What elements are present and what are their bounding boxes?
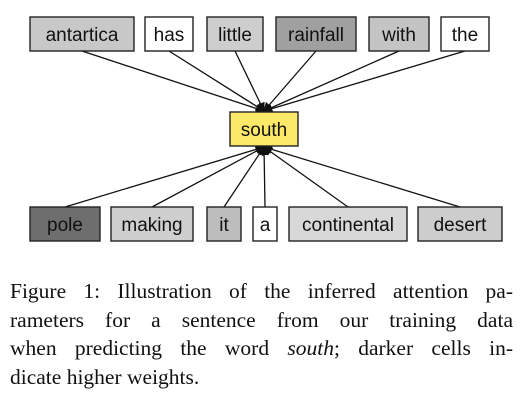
attention-arrow [168,50,265,112]
attention-arrow [223,146,265,208]
word-label: it [219,215,229,236]
context-word-continental: continental [288,206,408,242]
attention-arrow [151,146,265,208]
context-word-pole: pole [29,206,101,242]
word-label: has [154,25,185,46]
attention-arrow [263,50,317,112]
context-word-the: the [440,16,490,52]
context-word-antartica: antartica [29,16,135,52]
caption-text: ; darker cells in- [333,336,513,360]
attention-arrow [81,50,265,113]
target-word: south [229,111,299,147]
word-cell [368,16,430,52]
caption-text: when predicting the word [10,336,288,360]
context-word-it: it [206,206,242,242]
word-cell [229,111,299,147]
caption-line-1: Figure 1: Illustration of the inferred a… [10,279,513,303]
word-label: antartica [46,25,119,46]
word-label: a [260,215,271,236]
figure-caption: Figure 1: Illustration of the inferred a… [10,277,513,391]
word-cell [417,206,503,242]
word-cell [440,16,490,52]
word-label: making [121,215,182,236]
word-cell [288,206,408,242]
word-label: desert [434,215,488,236]
context-word-has: has [144,16,194,52]
word-label: little [218,25,252,46]
word-label: the [452,25,478,46]
caption-line-2: rameters for a sentence from our trainin… [10,307,513,332]
caption-line-3: when predicting the word south; darker c… [10,334,513,363]
context-word-little: little [206,16,264,52]
attention-arrow [263,50,400,112]
context-word-rainfall: rainfall [275,16,357,52]
context-word-a: a [252,206,278,242]
attention-arrow [263,50,466,114]
context-words-bottom: pole making it a continental desert [29,206,503,242]
word-cell [275,16,357,52]
caption-emphasis: south [287,336,334,360]
word-cell [144,16,194,52]
attention-arrows [64,50,466,208]
word-label: continental [302,215,394,236]
word-cell [206,206,242,242]
attention-arrow [259,146,269,208]
word-label: south [241,120,287,141]
attention-arrow [263,145,461,208]
word-cell [29,16,135,52]
attention-arrow [234,50,265,112]
context-word-desert: desert [417,206,503,242]
word-cell [206,16,264,52]
caption-line-4: dicate higher weights. [10,364,200,389]
word-label: pole [47,215,83,236]
word-cell [110,206,194,242]
context-words-top: antartica has little rainfall with the [29,16,490,52]
word-cell [29,206,101,242]
word-label: rainfall [288,25,344,46]
word-label: with [381,25,416,46]
context-word-with: with [368,16,430,52]
context-word-making: making [110,206,194,242]
attention-arrow [64,145,265,208]
word-cell [252,206,278,242]
target-word-south: south [229,111,299,147]
attention-arrow [263,146,349,208]
